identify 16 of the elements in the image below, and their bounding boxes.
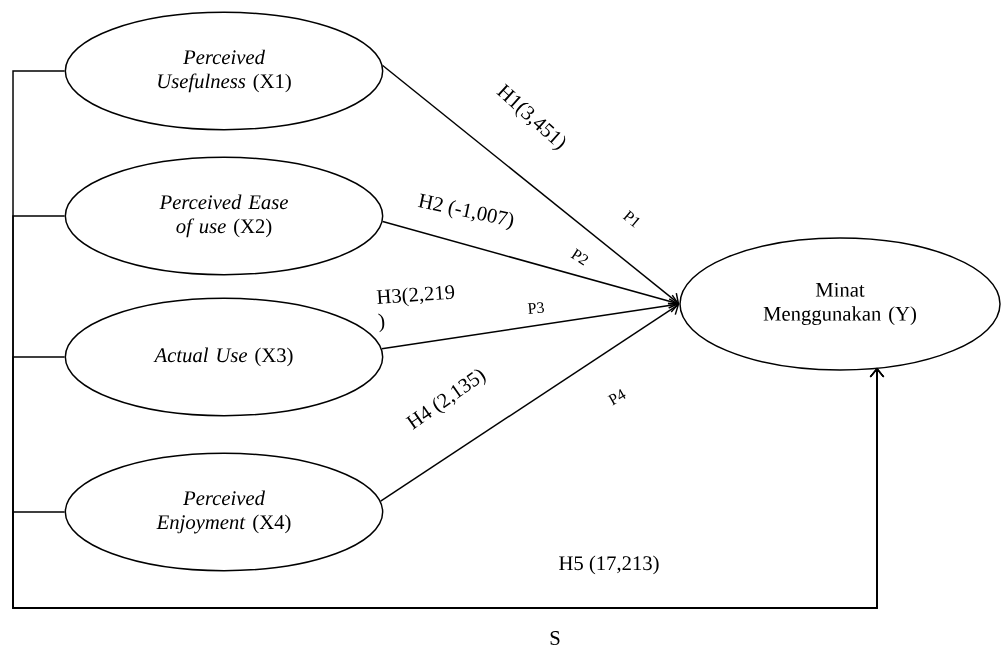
ellipse-node: Perceived Enjoyment (X4) — [64, 452, 384, 572]
ellipse-node: Perceived Usefulness (X1) — [64, 11, 384, 131]
edge-label: H2 (-1,007) — [417, 193, 514, 230]
path-label: P4 — [607, 389, 626, 406]
ellipse-node: Perceived Ease of use (X2) — [64, 156, 384, 276]
path-label: P1 — [622, 209, 640, 228]
path-label: P2 — [570, 248, 589, 266]
edge-label: H5 (17,213) — [559, 555, 659, 575]
arrow — [381, 220, 680, 309]
arrow — [379, 302, 680, 502]
edge-label: H3(2,219 ) — [376, 285, 455, 333]
path-label: S — [550, 631, 560, 645]
ellipse-node: Minat Menggunakan (Y) — [679, 237, 1001, 371]
arrow — [381, 298, 680, 350]
path-label: P3 — [527, 302, 545, 314]
arrow — [381, 64, 680, 305]
